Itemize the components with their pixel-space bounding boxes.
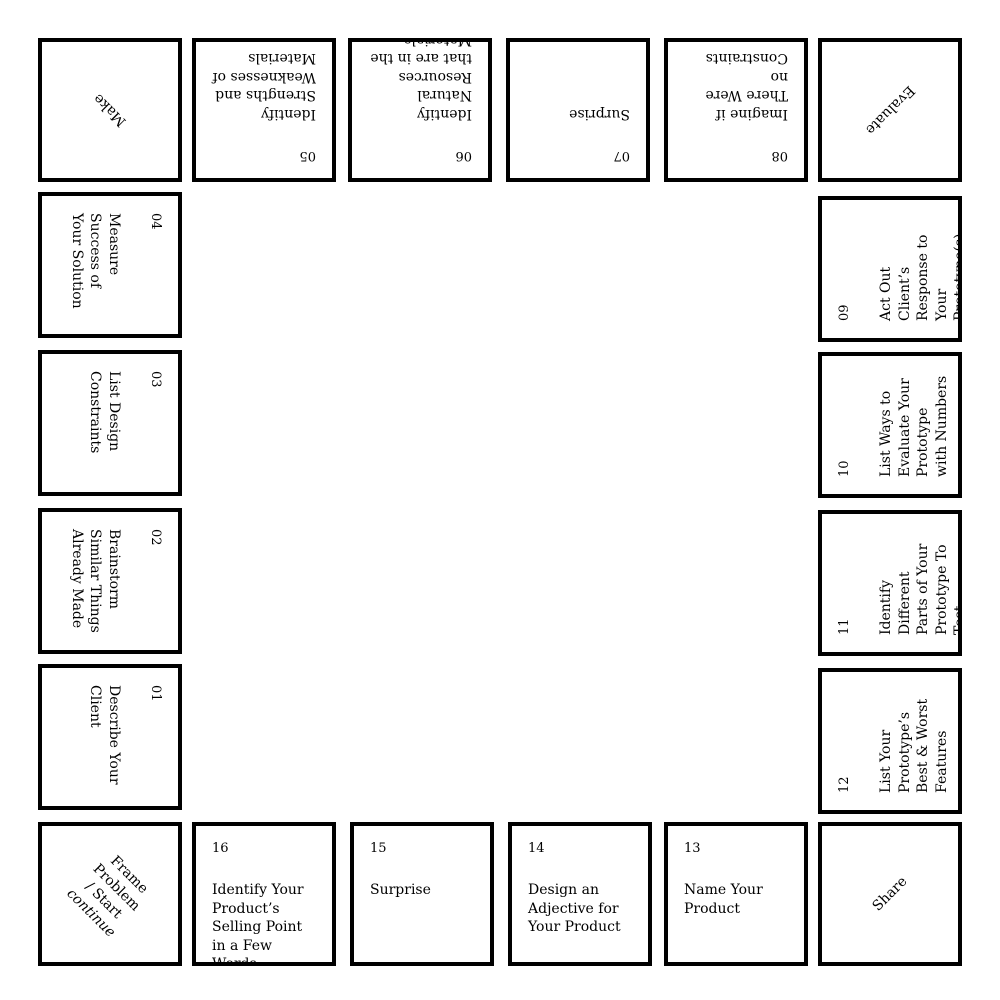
tile-label: List Your Prototype’s Best & Worst Featu… (878, 698, 950, 793)
tile-label: Brainstorm Similar Things Already Made (69, 529, 122, 633)
tile-number: 08 (771, 148, 788, 163)
board-tile-05[interactable]: 05 Identify Strengths and Weaknesses of … (192, 38, 336, 182)
tile-number: 01 (148, 685, 163, 702)
board-tile-11[interactable]: 11 Identify Different Parts of Your Prot… (818, 510, 962, 656)
board-tile-15[interactable]: 15 Surprise (350, 822, 494, 966)
tile-number: 14 (528, 841, 545, 856)
tile-number: 04 (148, 213, 163, 230)
tile-label: Surprise (370, 882, 431, 898)
board-tile-01[interactable]: 01 Describe Your Client (38, 664, 182, 810)
tile-number: 11 (837, 618, 852, 635)
board-tile-12[interactable]: 12 List Your Prototype’s Best & Worst Fe… (818, 668, 962, 814)
board-tile-07[interactable]: 07 Surprise (506, 38, 650, 182)
tile-label: Act Out Client’s Response to Your Protot… (878, 233, 962, 322)
tile-number: 09 (837, 304, 852, 321)
tile-number: 13 (684, 841, 701, 856)
corner-tile-make[interactable]: Make (38, 38, 182, 182)
board-tile-03[interactable]: 03 List Design Constraints (38, 350, 182, 496)
tile-label: Name Your Product (684, 882, 763, 917)
board-tile-09[interactable]: 09 Act Out Client’s Response to Your Pro… (818, 196, 962, 342)
corner-label-share: Share (831, 835, 950, 954)
tile-label: Measure Success of Your Solution (69, 213, 122, 309)
tile-number: 16 (212, 841, 229, 856)
tile-number: 12 (837, 776, 852, 793)
corner-label-evaluate: Evaluate (831, 51, 950, 170)
tile-label: Design an Adjective for Your Product (528, 882, 621, 935)
tile-label: List Design Constraints (87, 371, 123, 454)
tile-label: Identify Your Product’s Selling Point in… (212, 882, 304, 966)
tile-label: List Ways to Evaluate Your Prototype wit… (878, 375, 950, 477)
board-tile-04[interactable]: 04 Measure Success of Your Solution (38, 192, 182, 338)
share-label: Share (869, 873, 911, 915)
corner-tile-evaluate[interactable]: Evaluate (818, 38, 962, 182)
make-label: Make (90, 90, 130, 130)
tile-label: Identify Strengths and Weaknesses of Mat… (212, 50, 316, 123)
board-tile-16[interactable]: 16 Identify Your Product’s Selling Point… (192, 822, 336, 966)
board-tile-13[interactable]: 13 Name Your Product (664, 822, 808, 966)
tile-number: 03 (148, 371, 163, 388)
tile-number: 15 (370, 841, 387, 856)
corner-tile-share[interactable]: Share (818, 822, 962, 966)
tile-label: Identify Different Parts of Your Prototy… (878, 543, 962, 635)
tile-label: Identify Natural Resources that are in t… (370, 38, 472, 122)
tile-label: Describe Your Client (87, 685, 123, 785)
tile-number: 06 (455, 148, 472, 163)
evaluate-label: Evaluate (862, 82, 918, 138)
tile-label: Surprise (569, 106, 630, 122)
corner-label-make: Make (51, 51, 170, 170)
tile-label: Imagine if There Were no Constraints (705, 50, 788, 123)
corner-label-start: Frame Problem / Start continue (42, 826, 178, 962)
tile-number: 05 (299, 148, 316, 163)
board-tile-08[interactable]: 08 Imagine if There Were no Constraints (664, 38, 808, 182)
tile-number: 02 (148, 529, 163, 546)
tile-number: 07 (613, 148, 630, 163)
board-tile-06[interactable]: 06 Identify Natural Resources that are i… (348, 38, 492, 182)
tile-number: 10 (837, 460, 852, 477)
corner-tile-start[interactable]: Frame Problem / Start continue (38, 822, 182, 966)
board-tile-14[interactable]: 14 Design an Adjective for Your Product (508, 822, 652, 966)
board-tile-10[interactable]: 10 List Ways to Evaluate Your Prototype … (818, 352, 962, 498)
board-tile-02[interactable]: 02 Brainstorm Similar Things Already Mad… (38, 508, 182, 654)
